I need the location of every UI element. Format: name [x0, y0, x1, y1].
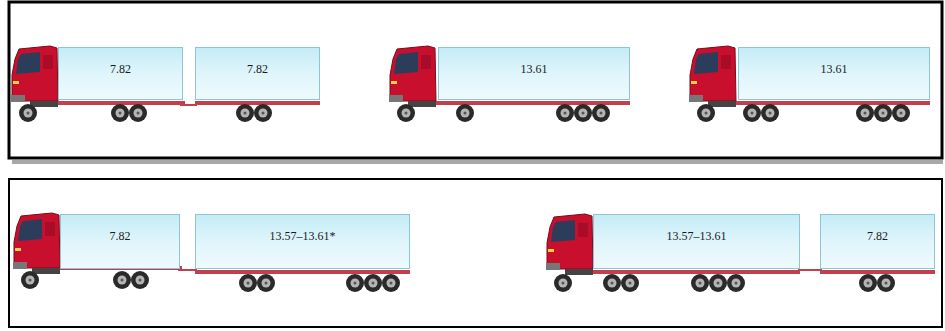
truck-cab	[11, 46, 58, 107]
truck-cab	[689, 46, 736, 107]
truck-cab	[546, 214, 593, 275]
length-label: 13.57–13.61*	[270, 229, 336, 244]
length-label: 7.82	[110, 62, 131, 77]
length-label: 7.82	[110, 229, 131, 244]
wheels	[21, 271, 895, 292]
cargo-box: 13.61	[738, 47, 930, 100]
cargo-box: 7.82	[820, 214, 935, 269]
chassis	[40, 101, 935, 274]
cargo-box: 7.82	[195, 47, 320, 100]
cargo-box: 7.82	[60, 214, 180, 269]
length-label: 13.61	[821, 62, 848, 77]
length-label: 13.61	[521, 62, 548, 77]
cargo-box: 13.57–13.61	[593, 214, 800, 269]
panel-frame	[9, 2, 942, 158]
cargo-box: 13.61	[438, 47, 630, 100]
length-label: 7.82	[867, 229, 888, 244]
wheels	[19, 104, 910, 122]
panel-shadow	[12, 160, 943, 164]
length-label: 7.82	[247, 62, 268, 77]
truck-cab	[13, 213, 60, 274]
length-label: 13.57–13.61	[667, 229, 727, 244]
truck-cab	[389, 46, 436, 107]
cargo-box: 7.82	[58, 47, 183, 100]
panel-frame	[9, 179, 942, 327]
cargo-box: 13.57–13.61*	[195, 214, 410, 269]
